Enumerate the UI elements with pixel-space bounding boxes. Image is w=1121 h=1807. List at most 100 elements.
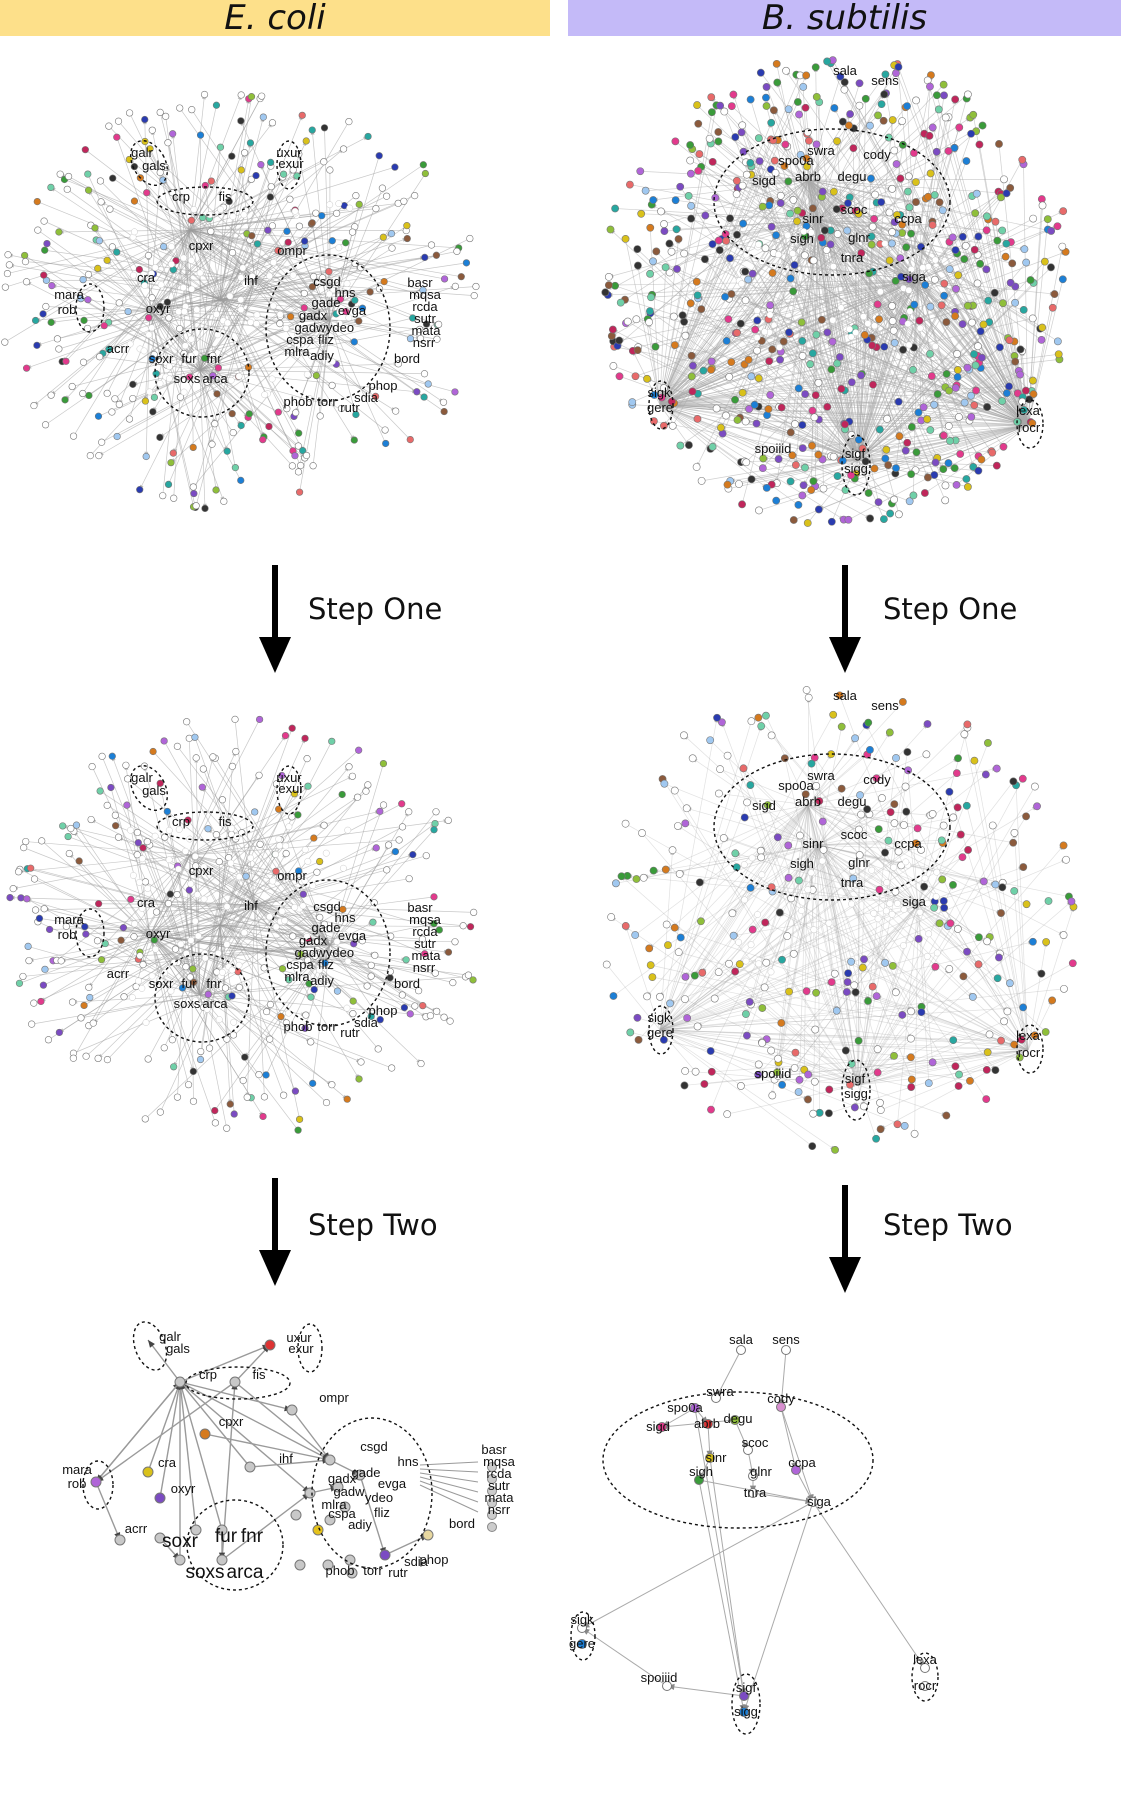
network-node: [992, 764, 1001, 773]
network-node: [1037, 969, 1046, 978]
network-node: [776, 355, 784, 364]
node-label: gade: [312, 920, 341, 935]
network-node: [942, 318, 951, 326]
network-node: [974, 466, 983, 475]
network-node: [720, 107, 729, 116]
network-node: [990, 288, 999, 297]
network-node: [298, 111, 306, 119]
network-node: [808, 204, 817, 213]
network-node: [139, 844, 147, 852]
network-node: [152, 908, 161, 916]
network-node: [417, 1059, 425, 1068]
network-node: [339, 145, 348, 153]
network-node: [951, 1062, 960, 1071]
network-node: [186, 373, 194, 381]
network-node: [231, 464, 239, 472]
network-node: [142, 452, 150, 461]
network-node: [881, 454, 890, 463]
network-node: [754, 713, 763, 722]
network-node: [956, 450, 965, 458]
network-node: [631, 931, 640, 939]
network-node: [885, 208, 894, 217]
network-node: [57, 957, 65, 965]
network-node: [892, 464, 900, 473]
network-node: [77, 1014, 85, 1022]
network-node: [156, 779, 164, 787]
network-node: [982, 1095, 991, 1104]
network-node: [694, 166, 703, 175]
network-node: [247, 93, 256, 101]
network-node: [160, 737, 168, 745]
network-node: [993, 974, 1002, 983]
network-node: [744, 275, 753, 284]
network-node: [972, 386, 980, 395]
network-node: [738, 181, 747, 190]
network-node: [993, 236, 1002, 245]
network-node: [924, 192, 932, 201]
bsubtilis-step-two-label: Step Two: [883, 1208, 1013, 1242]
node-label: basr: [481, 1442, 507, 1457]
network-node: [900, 1121, 909, 1130]
network-node: [747, 717, 756, 726]
network-node: [207, 227, 215, 236]
network-node: [190, 489, 198, 498]
network-node: [187, 216, 196, 224]
network-node: [406, 335, 415, 343]
network-node: [767, 1046, 776, 1055]
network-node: [974, 933, 983, 942]
node-label: acrr: [107, 966, 130, 981]
network-node: [942, 1111, 951, 1120]
network-node: [228, 762, 236, 770]
network-node: [145, 314, 153, 322]
network-node: [200, 90, 209, 99]
network-node: [903, 102, 911, 110]
network-node: [837, 784, 846, 793]
network-node: [281, 732, 290, 740]
network-node: [953, 925, 962, 933]
network-node: [686, 299, 695, 308]
network-node: [211, 420, 219, 428]
network-node: [711, 193, 720, 202]
network-node: [268, 222, 277, 230]
network-node: [95, 452, 103, 460]
network-node: [855, 79, 864, 88]
network-node: [939, 897, 948, 905]
network-node: [419, 1002, 427, 1010]
network-node: [870, 464, 879, 473]
network-node: [970, 245, 979, 254]
network-node: [41, 246, 49, 254]
network-node: [199, 213, 207, 222]
network-node: [1019, 305, 1028, 314]
network-node: [974, 960, 983, 969]
network-node: [930, 191, 939, 199]
network-node: [786, 428, 795, 437]
network-node: [1047, 227, 1056, 235]
network-node: [810, 413, 819, 422]
network-node: [385, 841, 393, 849]
network-node: [727, 358, 736, 367]
network-node: [799, 481, 808, 490]
network-node: [19, 972, 27, 981]
network-node: [326, 166, 334, 174]
network-node: [1005, 382, 1013, 391]
network-node: [746, 781, 755, 789]
network-node: [866, 121, 874, 130]
network-node: [129, 394, 137, 403]
network-node: [829, 452, 838, 461]
network-node: [673, 265, 681, 273]
network-node: [665, 268, 674, 277]
network-node: [120, 993, 128, 1001]
network-node: [1058, 275, 1067, 284]
node-label: tnra: [841, 250, 864, 265]
network-node: [383, 866, 391, 874]
module-ellipse: [82, 1460, 114, 1510]
network-node: [949, 880, 957, 889]
network-node: [6, 893, 14, 902]
network-node: [1016, 345, 1025, 354]
network-node: [773, 833, 782, 842]
network-node: [708, 157, 717, 166]
network-node: [901, 782, 910, 791]
network-node: [601, 288, 610, 297]
network-node: [883, 414, 891, 423]
